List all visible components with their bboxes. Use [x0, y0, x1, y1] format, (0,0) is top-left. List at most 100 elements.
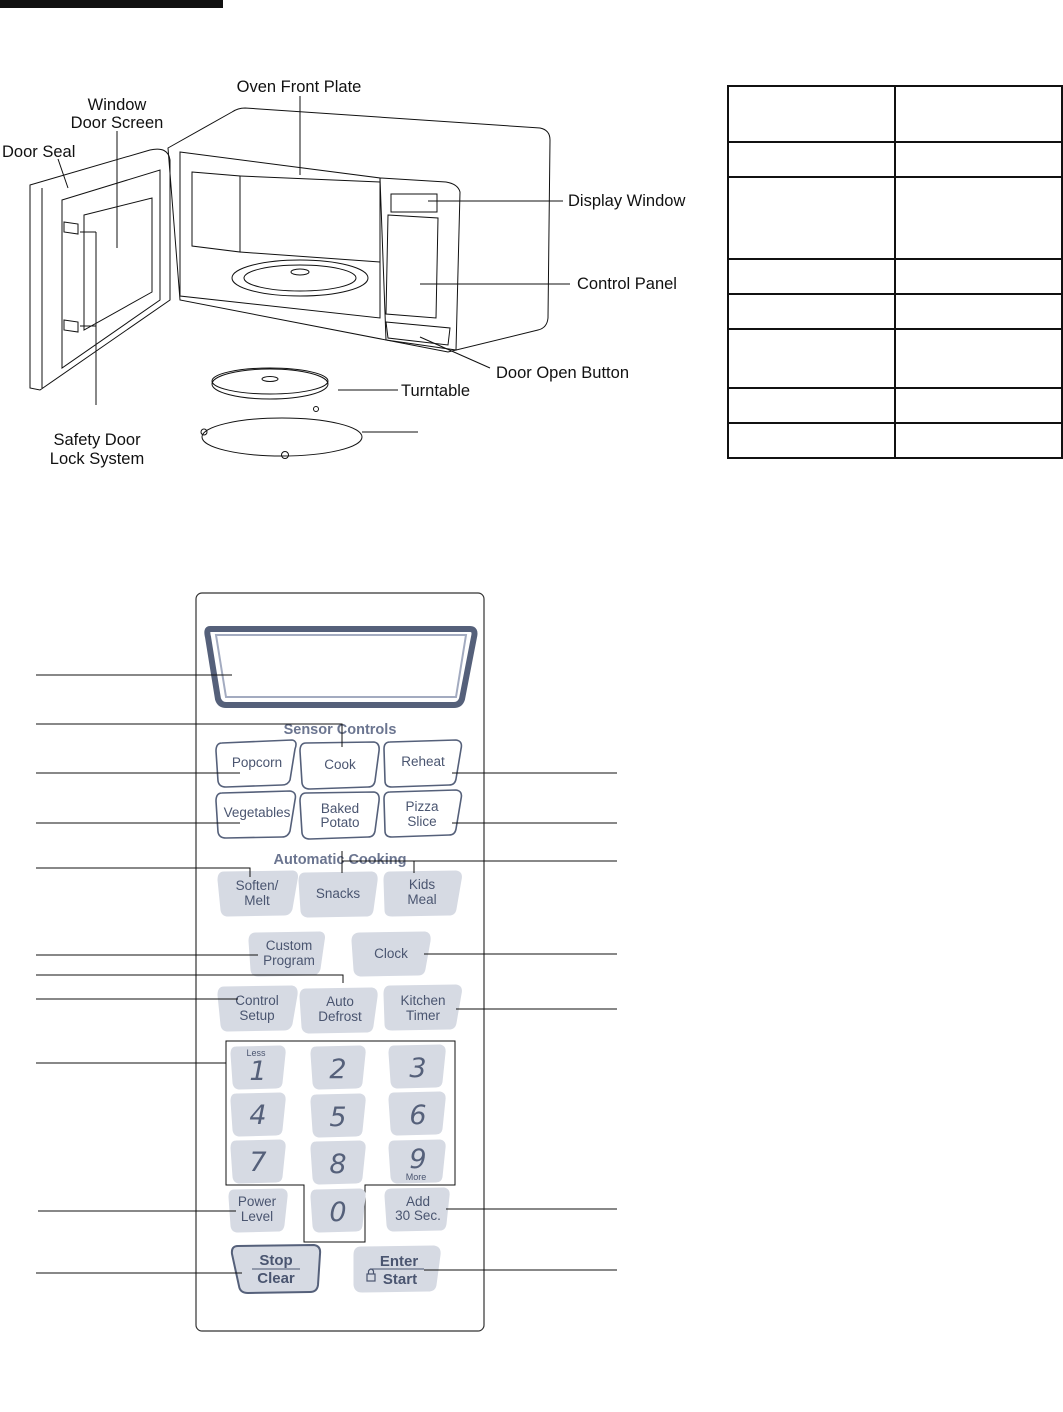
- table-row: [727, 141, 1063, 178]
- kids-meal-label-1: Kids: [409, 877, 436, 892]
- number-8-label: 8: [329, 1149, 346, 1180]
- table-cell: [894, 422, 1063, 459]
- automatic-cooking-title: Automatic Cooking: [274, 852, 407, 868]
- auto-defrost-label-1: Auto: [326, 994, 354, 1009]
- oven-door-button: [385, 321, 451, 346]
- oven-cavity-inner: [191, 171, 241, 253]
- number-5-button[interactable]: 5: [310, 1093, 366, 1138]
- label-safety-door: Safety Door: [53, 431, 141, 449]
- reheat-label: Reheat: [401, 754, 445, 769]
- number-8-button[interactable]: 8: [310, 1140, 366, 1185]
- table-cell: [727, 176, 896, 260]
- baked-potato-button[interactable]: Baked Potato: [299, 791, 380, 840]
- enter-start-button[interactable]: Enter Start: [353, 1245, 441, 1293]
- inner-turntable: [231, 259, 369, 297]
- oven-cabinet: [167, 107, 551, 353]
- roller-wheel-2: [281, 451, 289, 459]
- less-label: Less: [246, 1048, 266, 1058]
- oven-control-housing: [379, 177, 461, 351]
- number-9-label: 9: [409, 1144, 426, 1175]
- table-cell: [894, 141, 1063, 178]
- roller-wheel-3: [313, 406, 319, 412]
- clock-label: Clock: [374, 946, 408, 961]
- power-level-label-1: Power: [238, 1194, 277, 1209]
- reheat-button[interactable]: Reheat: [383, 739, 463, 788]
- clear-label: Clear: [257, 1270, 295, 1287]
- power-level-button[interactable]: Power Level: [228, 1188, 288, 1233]
- number-0-button[interactable]: 0: [310, 1188, 366, 1233]
- number-9-button[interactable]: 9 More: [388, 1139, 446, 1184]
- cook-button[interactable]: Cook: [299, 741, 380, 790]
- door-latch-bottom: [63, 319, 79, 333]
- sensor-controls-title: Sensor Controls: [284, 722, 397, 738]
- label-turntable: Turntable: [401, 382, 470, 400]
- turntable-rim: [211, 367, 329, 395]
- snacks-button[interactable]: Snacks: [298, 871, 378, 918]
- table-row: [727, 85, 1063, 143]
- table-cell: [894, 176, 1063, 260]
- label-door-seal: Door Seal: [2, 143, 75, 161]
- number-4-button[interactable]: 4: [230, 1092, 286, 1137]
- auto-defrost-button[interactable]: Auto Defrost: [299, 987, 378, 1034]
- number-6-button[interactable]: 6: [388, 1091, 446, 1136]
- number-7-button[interactable]: 7: [230, 1139, 286, 1184]
- number-2-button[interactable]: 2: [310, 1045, 366, 1090]
- label-display-window: Display Window: [568, 192, 685, 210]
- table-row: [727, 328, 1063, 389]
- number-4-label: 4: [249, 1100, 266, 1131]
- popcorn-button[interactable]: Popcorn: [215, 739, 297, 788]
- oven-display-window: [390, 193, 438, 213]
- table-row: [727, 293, 1063, 330]
- display-inner: [214, 634, 468, 698]
- auto-defrost-label-2: Defrost: [318, 1009, 362, 1024]
- table-row: [727, 387, 1063, 424]
- roller-wheel-1: [200, 428, 208, 436]
- cook-label: Cook: [324, 757, 356, 772]
- table-cell: [727, 328, 896, 389]
- custom-program-button[interactable]: Custom Program: [248, 931, 325, 977]
- table-cell: [727, 258, 896, 295]
- custom-program-label-1: Custom: [266, 938, 313, 953]
- kids-meal-button[interactable]: Kids Meal: [383, 870, 462, 917]
- number-1-button[interactable]: Less 1: [230, 1045, 286, 1090]
- soften-melt-button[interactable]: Soften/ Melt: [217, 870, 298, 917]
- control-setup-button[interactable]: Control Setup: [217, 985, 298, 1032]
- roller-ring: [201, 417, 363, 457]
- oven-panel-area: [385, 214, 439, 319]
- number-2-label: 2: [329, 1054, 346, 1085]
- stop-clear-button[interactable]: Stop Clear: [230, 1243, 322, 1295]
- kitchen-timer-label-1: Kitchen: [400, 993, 445, 1008]
- table-cell: [727, 85, 896, 143]
- enter-label: Enter: [380, 1253, 419, 1270]
- kitchen-timer-button[interactable]: Kitchen Timer: [383, 984, 462, 1031]
- table-cell: [894, 328, 1063, 389]
- number-5-label: 5: [329, 1102, 346, 1133]
- start-label: Start: [383, 1271, 417, 1288]
- header-bar: [0, 0, 223, 8]
- table-row: [727, 176, 1063, 260]
- vegetables-button[interactable]: Vegetables: [215, 790, 297, 839]
- snacks-label: Snacks: [316, 886, 361, 901]
- inner-turntable-ring: [243, 264, 357, 292]
- table-cell: [727, 141, 896, 178]
- door-window-screen: [83, 197, 153, 331]
- table-cell: [727, 293, 896, 330]
- lock-icon: [366, 1268, 376, 1282]
- power-level-label-2: Level: [241, 1209, 273, 1224]
- pizza-slice-label-1: Pizza: [405, 799, 439, 814]
- cavity-edge: [239, 175, 381, 263]
- table-row: [727, 422, 1063, 459]
- clock-button[interactable]: Clock: [351, 931, 431, 977]
- table-cell: [894, 258, 1063, 295]
- add-30-sec-button[interactable]: Add 30 Sec.: [384, 1187, 450, 1232]
- label-door-open-button: Door Open Button: [496, 364, 629, 382]
- label-window: Window: [88, 96, 147, 114]
- display-screen[interactable]: [204, 626, 478, 708]
- popcorn-label: Popcorn: [232, 755, 282, 770]
- number-0-label: 0: [329, 1197, 346, 1228]
- pizza-slice-button[interactable]: Pizza Slice: [383, 789, 463, 838]
- soften-melt-label-2: Melt: [244, 893, 270, 908]
- kitchen-timer-label-2: Timer: [406, 1008, 440, 1023]
- baked-potato-label-1: Baked: [321, 801, 359, 816]
- number-3-button[interactable]: 3: [388, 1044, 446, 1089]
